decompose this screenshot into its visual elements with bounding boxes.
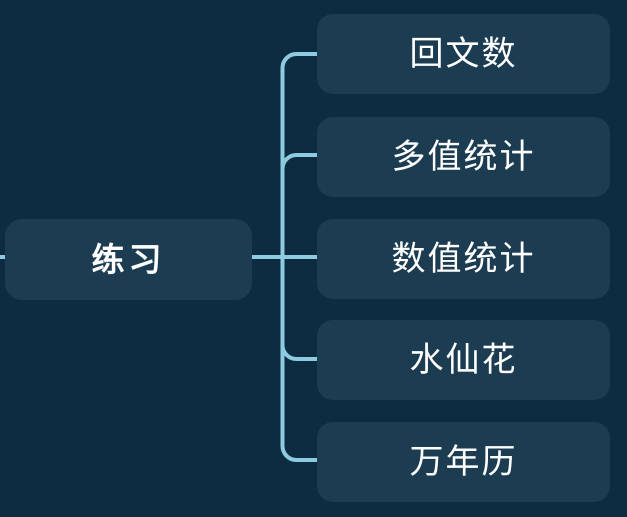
child-node-narcissistic-number[interactable]: 水仙花 (317, 320, 610, 400)
connector-branch-4 (280, 344, 317, 361)
connector-branch-5 (280, 445, 317, 462)
child-node-label: 数值统计 (391, 240, 536, 278)
child-node-label: 回文数 (409, 35, 518, 73)
child-node-perpetual-calendar[interactable]: 万年历 (317, 422, 610, 502)
root-node[interactable]: 练习 (5, 219, 252, 300)
child-node-multivalue-stats[interactable]: 多值统计 (317, 117, 610, 197)
connector-branch-2 (280, 153, 317, 170)
child-node-label: 万年历 (409, 443, 518, 481)
root-node-label: 练习 (91, 241, 166, 278)
child-node-label: 多值统计 (391, 138, 536, 176)
child-node-label: 水仙花 (409, 341, 518, 379)
connector-branch-1 (280, 52, 317, 69)
child-node-numeric-stats[interactable]: 数值统计 (317, 219, 610, 299)
child-node-palindrome[interactable]: 回文数 (317, 14, 610, 94)
